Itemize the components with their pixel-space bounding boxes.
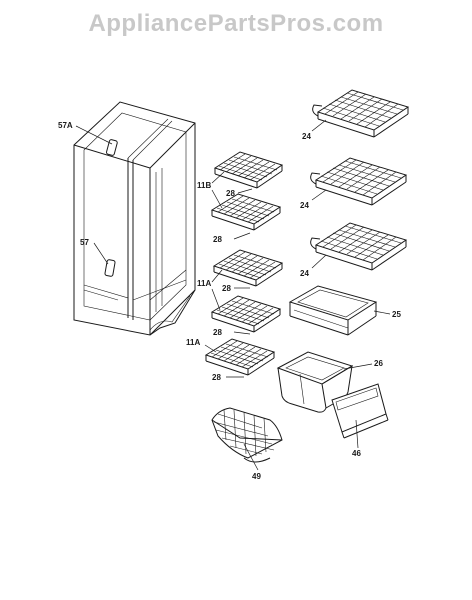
hinge-57a xyxy=(106,139,118,156)
callout-57a: 57A xyxy=(58,121,73,130)
callout-11a-2: 11A xyxy=(186,338,200,347)
shelf-11b-upper xyxy=(213,151,284,189)
callout-24-3: 24 xyxy=(300,269,309,278)
crisper-frame-25 xyxy=(288,285,378,336)
callout-57: 57 xyxy=(80,238,89,247)
shelf-11a-lower xyxy=(204,338,276,376)
callout-28-1: 28 xyxy=(226,189,235,198)
callout-28-3: 28 xyxy=(222,284,231,293)
refrigerator-cabinet xyxy=(73,101,196,336)
wire-basket-49 xyxy=(211,407,283,463)
leader-lines xyxy=(75,119,391,471)
shelf-24-top xyxy=(312,89,410,138)
callout-24-2: 24 xyxy=(300,201,309,210)
callout-26: 26 xyxy=(374,359,383,368)
callout-11a-1: 11A xyxy=(197,279,211,288)
callout-46: 46 xyxy=(352,449,361,458)
callout-49: 49 xyxy=(252,472,261,481)
callout-11b: 11B xyxy=(197,181,211,190)
callout-25: 25 xyxy=(392,310,401,319)
callout-24-1: 24 xyxy=(302,132,311,141)
callout-28-5: 28 xyxy=(212,373,221,382)
shelf-11a-middle xyxy=(210,295,282,333)
watermark: AppliancePartsPros.com xyxy=(88,10,384,37)
callout-labels: 57A 57 11B 28 28 11A 28 28 11A 28 24 24 … xyxy=(58,121,401,481)
drawer-front-46 xyxy=(331,383,389,439)
callout-28-2: 28 xyxy=(213,235,222,244)
callout-28-4: 28 xyxy=(213,328,222,337)
shelf-11a-upper xyxy=(212,249,284,287)
shelf-24-bottom xyxy=(310,222,408,271)
shelf-24-middle xyxy=(310,157,408,206)
shelf-11b-lower xyxy=(210,193,282,231)
